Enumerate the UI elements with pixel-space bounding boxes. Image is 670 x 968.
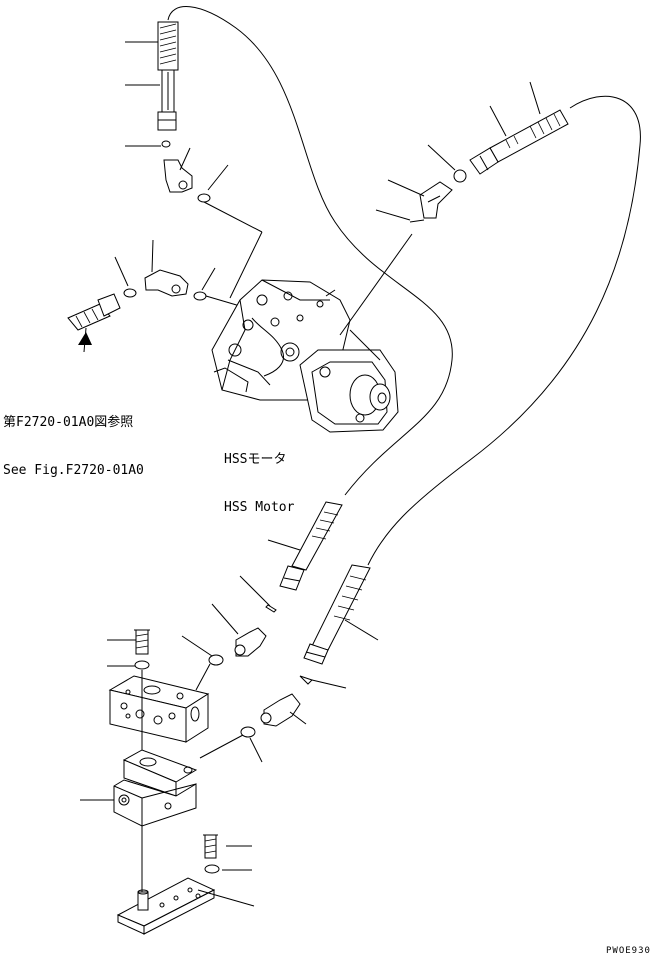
motor-label: HSSモータ HSS Motor: [224, 420, 294, 532]
motor-label-japanese: HSSモータ: [224, 452, 287, 467]
drawing-code: PWOE930: [606, 946, 651, 956]
hss-motor: [211, 233, 413, 433]
hose-assembly-top-right: [375, 81, 569, 223]
fittings-left: [67, 239, 241, 353]
fittings-lower: [181, 603, 307, 763]
hose-assembly-top-left: [125, 21, 263, 299]
hoses-middle: [239, 501, 379, 689]
reference-note-japanese: 第F2720-01A0図参照: [3, 415, 134, 430]
valve-block-lower: [80, 749, 198, 895]
reference-note-english: See Fig.F2720-01A0: [3, 463, 144, 478]
motor-label-english: HSS Motor: [224, 500, 295, 515]
mounting-plate: [116, 834, 255, 935]
reference-note: 第F2720-01A0図参照 See Fig.F2720-01A0: [3, 383, 144, 495]
valve-block-upper: [107, 629, 210, 760]
hose-lines: [167, 6, 641, 566]
